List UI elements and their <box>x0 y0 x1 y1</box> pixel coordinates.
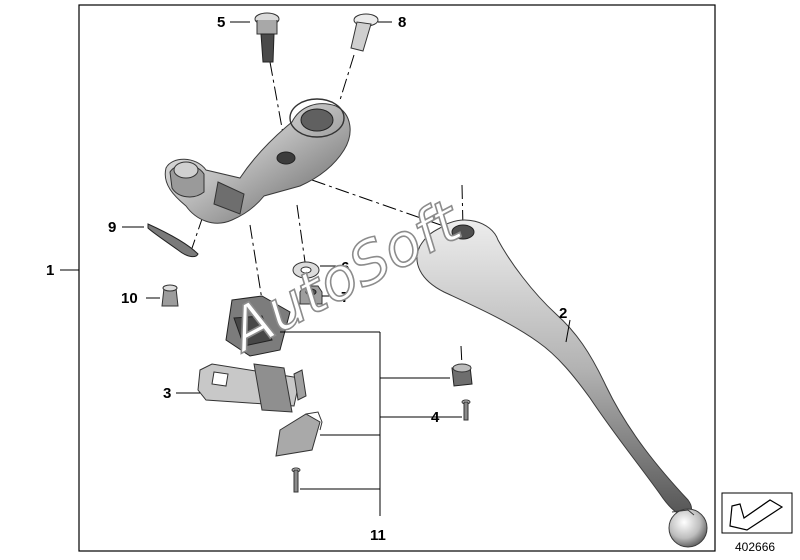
cover-plate-part <box>275 411 323 457</box>
screw-4-part <box>461 399 471 421</box>
reference-number: 402666 <box>735 540 775 554</box>
callout-6: 6 <box>341 259 349 276</box>
leader-lines <box>60 21 571 516</box>
arrow-direction-icon <box>729 499 784 531</box>
assembly-lines <box>189 54 464 367</box>
clutch-lever-part <box>416 219 708 548</box>
callout-2: 2 <box>559 305 567 322</box>
callout-4: 4 <box>431 409 440 426</box>
assembly-frame <box>78 4 716 552</box>
pin-8-part <box>350 13 379 52</box>
nut-7-part <box>299 285 323 305</box>
switch-bracket-3-part <box>197 363 307 413</box>
screw-bottom-part <box>291 467 301 493</box>
switch-block-part <box>225 295 291 357</box>
callout-8: 8 <box>398 14 406 31</box>
washer-6-part <box>292 261 320 279</box>
screw-5-part <box>254 12 280 63</box>
screw-10-part <box>161 284 179 307</box>
rubber-cap-part <box>451 363 473 387</box>
spring-clip-9-part <box>147 223 199 258</box>
callout-5: 5 <box>217 14 225 31</box>
callout-10: 10 <box>121 290 138 307</box>
callout-9: 9 <box>108 219 116 236</box>
callout-1: 1 <box>46 262 54 279</box>
lever-bracket-part <box>164 98 351 224</box>
callout-11: 11 <box>370 527 386 544</box>
callout-3: 3 <box>163 385 171 402</box>
callout-7: 7 <box>341 289 349 306</box>
